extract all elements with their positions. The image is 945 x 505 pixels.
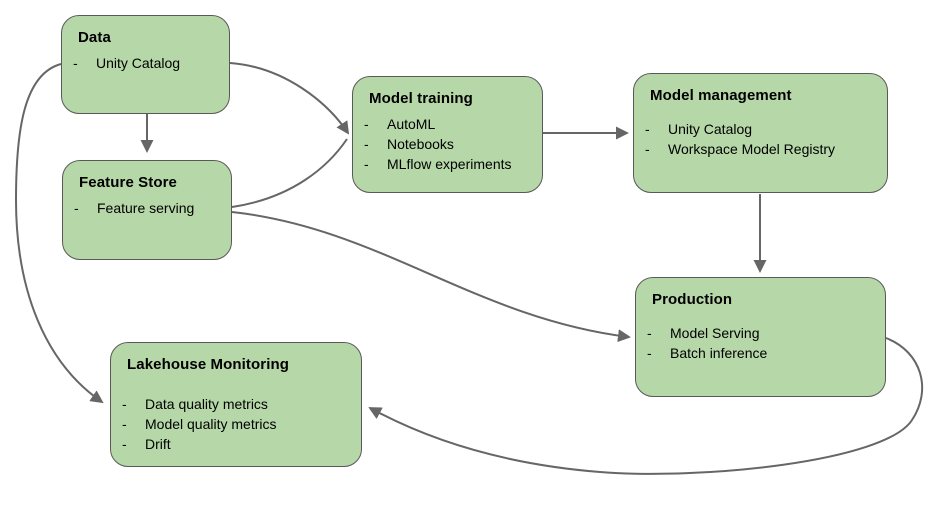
- node-item-list: Feature serving: [74, 198, 221, 218]
- node-title: Model training: [369, 90, 473, 107]
- node-item: AutoML: [364, 114, 532, 134]
- edge-data-to-lakehouse-monitoring: [14, 63, 104, 404]
- edge-production-to-lakehouse-monitoring: [368, 337, 924, 475]
- node-item: Workspace Model Registry: [645, 139, 877, 159]
- node-item: Data quality metrics: [122, 394, 351, 414]
- node-title: Feature Store: [79, 174, 177, 191]
- node-item-list: AutoMLNotebooksMLflow experiments: [364, 114, 532, 174]
- node-title: Data: [78, 29, 111, 46]
- node-production: Production Model ServingBatch inference: [635, 277, 886, 397]
- node-item-list: Model ServingBatch inference: [647, 323, 875, 363]
- edge-feature-store-to-model-training: [231, 138, 348, 208]
- node-item: Unity Catalog: [645, 119, 877, 139]
- node-data: Data Unity Catalog: [61, 15, 230, 114]
- node-model-management: Model management Unity CatalogWorkspace …: [633, 73, 888, 193]
- node-title: Production: [652, 291, 733, 308]
- node-item: MLflow experiments: [364, 154, 532, 174]
- node-item: Notebooks: [364, 134, 532, 154]
- node-item-list: Unity Catalog: [73, 53, 219, 73]
- node-item: Batch inference: [647, 343, 875, 363]
- node-item: Drift: [122, 434, 351, 454]
- node-item: Unity Catalog: [73, 53, 219, 73]
- node-lakehouse-monitoring: Lakehouse Monitoring Data quality metric…: [110, 342, 362, 467]
- node-item: Model quality metrics: [122, 414, 351, 434]
- node-feature-store: Feature Store Feature serving: [62, 160, 232, 260]
- node-item: Model Serving: [647, 323, 875, 343]
- node-title: Model management: [650, 87, 792, 104]
- edge-data-to-model-training: [229, 62, 350, 135]
- node-item: Feature serving: [74, 198, 221, 218]
- node-title: Lakehouse Monitoring: [127, 356, 290, 373]
- node-item-list: Unity CatalogWorkspace Model Registry: [645, 119, 877, 159]
- node-item-list: Data quality metricsModel quality metric…: [122, 394, 351, 454]
- node-model-training: Model training AutoMLNotebooksMLflow exp…: [352, 76, 543, 193]
- edge-feature-store-to-production: [231, 211, 631, 343]
